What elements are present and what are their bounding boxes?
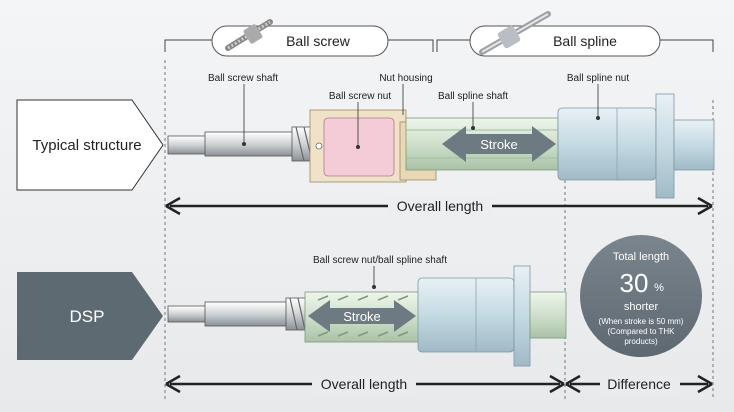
badge-note2: (Compared to THK <box>608 327 676 336</box>
ball-spline-header: Ball spline <box>553 33 617 49</box>
dsp-title: DSP <box>70 307 105 326</box>
badge-value: 30 <box>620 268 649 298</box>
typical-leaders <box>243 84 599 145</box>
badge-line2: shorter <box>624 301 659 313</box>
difference-dimension: Difference <box>565 374 713 394</box>
dsp-overall-length-label: Overall length <box>321 376 407 392</box>
typical-overall-length-dimension: Overall length <box>165 196 713 216</box>
label-ball-screw-nut: Ball screw nut <box>329 91 391 102</box>
dsp-assembly: Stroke <box>167 265 567 367</box>
badge-note1: (When stroke is 50 mm) <box>599 317 684 326</box>
badge-note3: products) <box>624 337 658 346</box>
typical-structure-label-panel: Typical structure <box>16 99 164 191</box>
label-nut-housing: Nut housing <box>379 73 432 84</box>
typical-stroke-label: Stroke <box>480 137 518 152</box>
badge-line1: Total length <box>613 251 669 263</box>
typical-overall-length-label: Overall length <box>397 198 483 214</box>
ball-spline-icon <box>479 11 551 55</box>
header-bracket-ball-screw: Ball screw <box>164 19 434 57</box>
shorter-badge: Total length 30 % shorter (When stroke i… <box>580 235 702 357</box>
typical-stroke-arrow <box>442 126 556 162</box>
ball-screw-header: Ball screw <box>286 33 351 49</box>
label-ball-spline-nut: Ball spline nut <box>567 73 629 84</box>
typical-structure-title: Typical structure <box>32 137 141 154</box>
label-ball-spline-shaft: Ball spline shaft <box>438 91 508 102</box>
badge-unit: % <box>654 282 664 294</box>
ball-screw-icon <box>225 19 273 51</box>
dsp-stroke-label: Stroke <box>343 309 381 324</box>
difference-label: Difference <box>607 376 671 392</box>
dsp-stroke-arrow <box>308 300 416 332</box>
label-nut-shaft: Ball screw nut/ball spline shaft <box>313 255 447 266</box>
label-ball-screw-shaft: Ball screw shaft <box>208 73 278 84</box>
dsp-overall-length-dimension: Overall length <box>165 374 565 394</box>
dsp-label-panel: DSP <box>17 272 163 360</box>
typical-assembly: Stroke <box>167 93 715 199</box>
header-bracket-ball-spline: Ball spline <box>436 11 714 57</box>
